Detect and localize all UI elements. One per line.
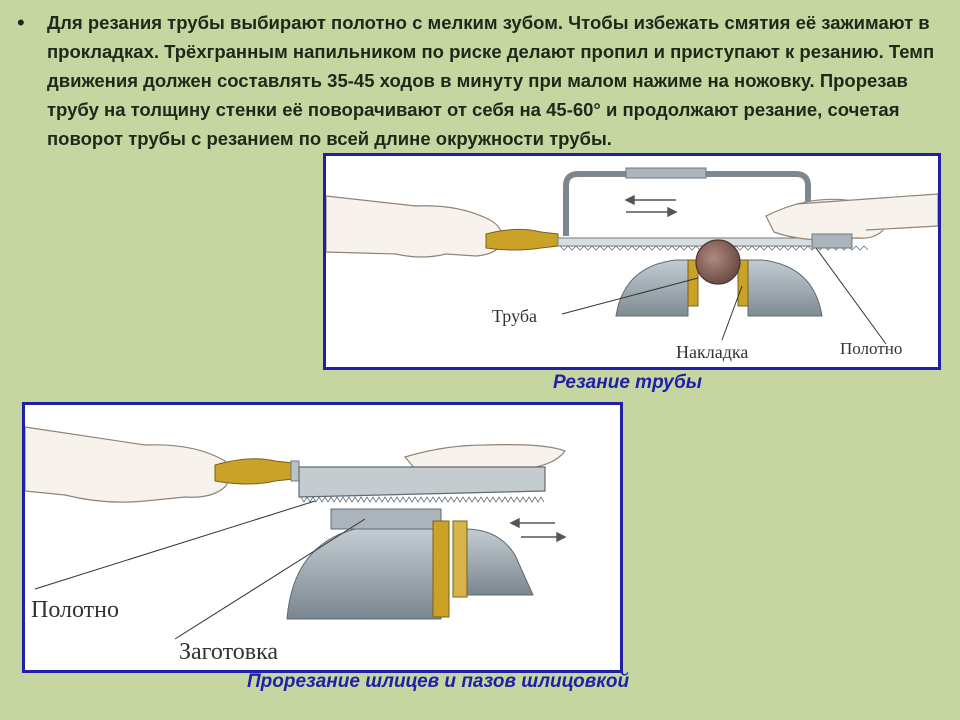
pad-right	[737, 259, 749, 307]
vise-body-left	[286, 528, 442, 620]
pipe-cutting-illustration: Труба Накладка Полотно	[323, 153, 941, 370]
vise-body-right	[464, 528, 534, 596]
slotting-blade	[298, 466, 546, 498]
pad-leader-line	[721, 285, 743, 341]
label-pipe: Труба	[492, 306, 537, 326]
label-blade: Полотно	[31, 597, 119, 623]
pipe-cutting-caption: Резание трубы	[553, 372, 702, 393]
left-hand	[25, 426, 231, 503]
label-pad: Накладка	[676, 342, 748, 362]
pad-left	[687, 259, 699, 307]
saw-handle	[214, 458, 294, 485]
blade-end-clamp	[811, 233, 853, 249]
vise-jaw-left	[615, 259, 689, 317]
motion-arrows-icon	[509, 517, 567, 543]
bullet-marker: •	[17, 10, 25, 35]
saw-handle	[485, 228, 559, 251]
workpiece-leader-line	[174, 518, 366, 640]
workpiece	[330, 508, 442, 530]
left-hand	[326, 195, 503, 258]
pipe-leader-line	[561, 277, 699, 315]
label-workpiece: Заготовка	[179, 639, 278, 665]
pad-front	[432, 520, 450, 618]
pad-back	[452, 520, 468, 598]
handle-ferrule	[290, 460, 300, 482]
label-blade: Полотно	[840, 339, 902, 358]
blade-teeth	[300, 496, 545, 503]
vise-jaw-right	[747, 259, 823, 317]
blade-leader-line	[815, 247, 887, 345]
saw-frame-tensioner	[625, 167, 707, 179]
blade-leader-line	[34, 500, 316, 590]
slot-cutting-drawing: Полотно Заготовка	[25, 426, 567, 665]
motion-arrows-icon	[624, 194, 678, 218]
slot-cutting-caption: Прорезание шлицев и пазов шлицовкой	[247, 671, 630, 692]
body-paragraph: Для резания трубы выбирают полотно с мел…	[47, 12, 935, 149]
right-arm	[795, 193, 938, 231]
pipe-cross-section	[695, 239, 741, 285]
pipe-cutting-drawing: Труба Накладка Полотно	[326, 167, 938, 362]
slot-cutting-illustration: Полотно Заготовка	[22, 402, 623, 673]
